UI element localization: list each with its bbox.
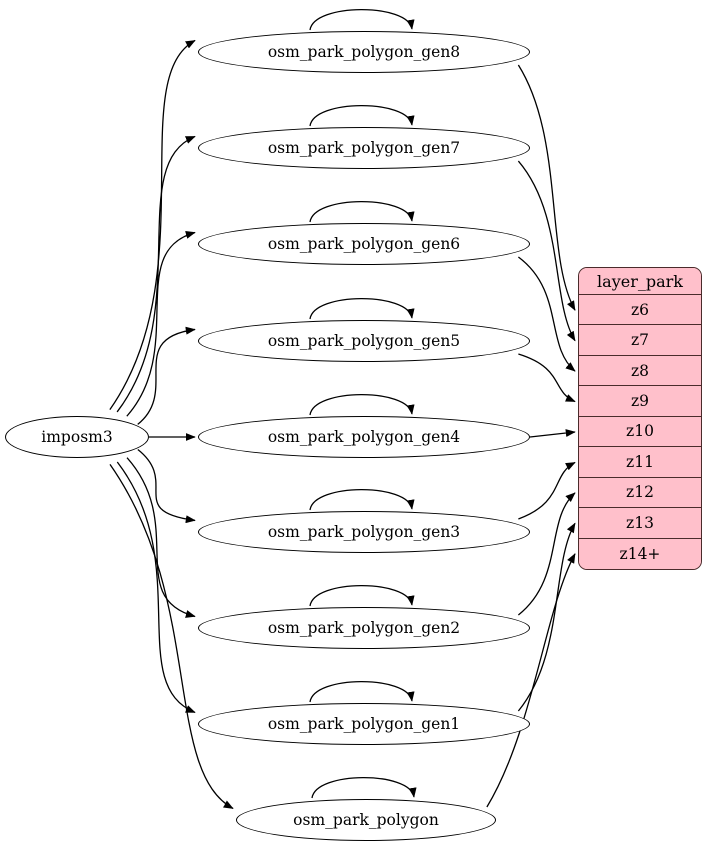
node-label: osm_park_polygon_gen4 bbox=[267, 428, 461, 446]
node-osm-park-polygon[interactable]: osm_park_polygon bbox=[236, 799, 496, 841]
edge bbox=[137, 326, 196, 425]
node-label: osm_park_polygon_gen6 bbox=[267, 235, 461, 253]
table-row-label: z11 bbox=[626, 452, 654, 471]
edge bbox=[518, 353, 576, 403]
node-osm-park-polygon-gen5[interactable]: osm_park_polygon_gen5 bbox=[198, 320, 530, 362]
edge bbox=[517, 256, 576, 372]
table-row-label: z14+ bbox=[619, 544, 661, 563]
node-label: osm_park_polygon_gen3 bbox=[267, 523, 461, 541]
edge bbox=[529, 429, 576, 438]
table-node-layer-park[interactable]: layer_park z6 z7 z8 z9 z10 z11 z12 z13 z14+ bbox=[578, 267, 702, 570]
edge bbox=[518, 461, 576, 520]
table-row-label: z6 bbox=[630, 300, 650, 319]
table-row-z11[interactable]: z11 bbox=[579, 447, 701, 478]
edge bbox=[517, 64, 576, 311]
edge bbox=[517, 492, 576, 616]
node-label: osm_park_polygon_gen5 bbox=[267, 332, 461, 350]
node-label: osm_park_polygon_gen8 bbox=[267, 43, 461, 61]
table-header-layer-park: layer_park bbox=[579, 268, 701, 295]
node-osm-park-polygon-gen3[interactable]: osm_park_polygon_gen3 bbox=[198, 511, 530, 553]
edge bbox=[309, 201, 415, 223]
table-row-label: z9 bbox=[630, 392, 650, 411]
edge bbox=[309, 585, 415, 607]
table-row-z9[interactable]: z9 bbox=[579, 386, 701, 417]
edge bbox=[517, 522, 576, 712]
node-osm-park-polygon-gen1[interactable]: osm_park_polygon_gen1 bbox=[198, 703, 530, 745]
table-row-label: z13 bbox=[626, 513, 654, 532]
node-osm-park-polygon-gen8[interactable]: osm_park_polygon_gen8 bbox=[198, 31, 530, 73]
node-label: osm_park_polygon_gen1 bbox=[267, 715, 461, 733]
edge bbox=[486, 553, 576, 808]
edge bbox=[109, 463, 234, 810]
node-label: imposm3 bbox=[41, 428, 113, 446]
node-imposm3[interactable]: imposm3 bbox=[5, 416, 149, 458]
edge bbox=[126, 457, 196, 618]
node-osm-park-polygon-gen7[interactable]: osm_park_polygon_gen7 bbox=[198, 127, 530, 169]
node-label: osm_park_polygon bbox=[293, 811, 439, 829]
node-osm-park-polygon-gen2[interactable]: osm_park_polygon_gen2 bbox=[198, 607, 530, 649]
edge bbox=[309, 9, 415, 31]
table-row-label: z7 bbox=[630, 331, 650, 350]
edge bbox=[309, 394, 415, 416]
edge bbox=[137, 448, 196, 524]
table-row-z8[interactable]: z8 bbox=[579, 355, 701, 387]
table-row-z12[interactable]: z12 bbox=[579, 477, 701, 509]
edge bbox=[517, 160, 576, 342]
edge bbox=[309, 105, 415, 127]
edge bbox=[109, 39, 196, 411]
edge bbox=[116, 461, 196, 714]
table-row-label: z12 bbox=[626, 483, 654, 502]
edge bbox=[309, 681, 415, 703]
table-row-z10[interactable]: z10 bbox=[579, 416, 701, 448]
table-row-z13[interactable]: z13 bbox=[579, 508, 701, 539]
edge bbox=[116, 135, 196, 413]
edge bbox=[309, 298, 415, 320]
node-osm-park-polygon-gen4[interactable]: osm_park_polygon_gen4 bbox=[198, 416, 530, 458]
table-row-z6[interactable]: z6 bbox=[579, 295, 701, 326]
table-row-z14+[interactable]: z14+ bbox=[579, 538, 701, 569]
edge bbox=[126, 231, 196, 417]
edge bbox=[311, 777, 417, 799]
table-row-label: z10 bbox=[626, 422, 654, 441]
table-row-z7[interactable]: z7 bbox=[579, 325, 701, 356]
table-row-label: z8 bbox=[630, 361, 650, 380]
node-label: osm_park_polygon_gen7 bbox=[267, 139, 461, 157]
node-osm-park-polygon-gen6[interactable]: osm_park_polygon_gen6 bbox=[198, 223, 530, 265]
edge bbox=[309, 489, 415, 511]
node-label: osm_park_polygon_gen2 bbox=[267, 619, 461, 637]
